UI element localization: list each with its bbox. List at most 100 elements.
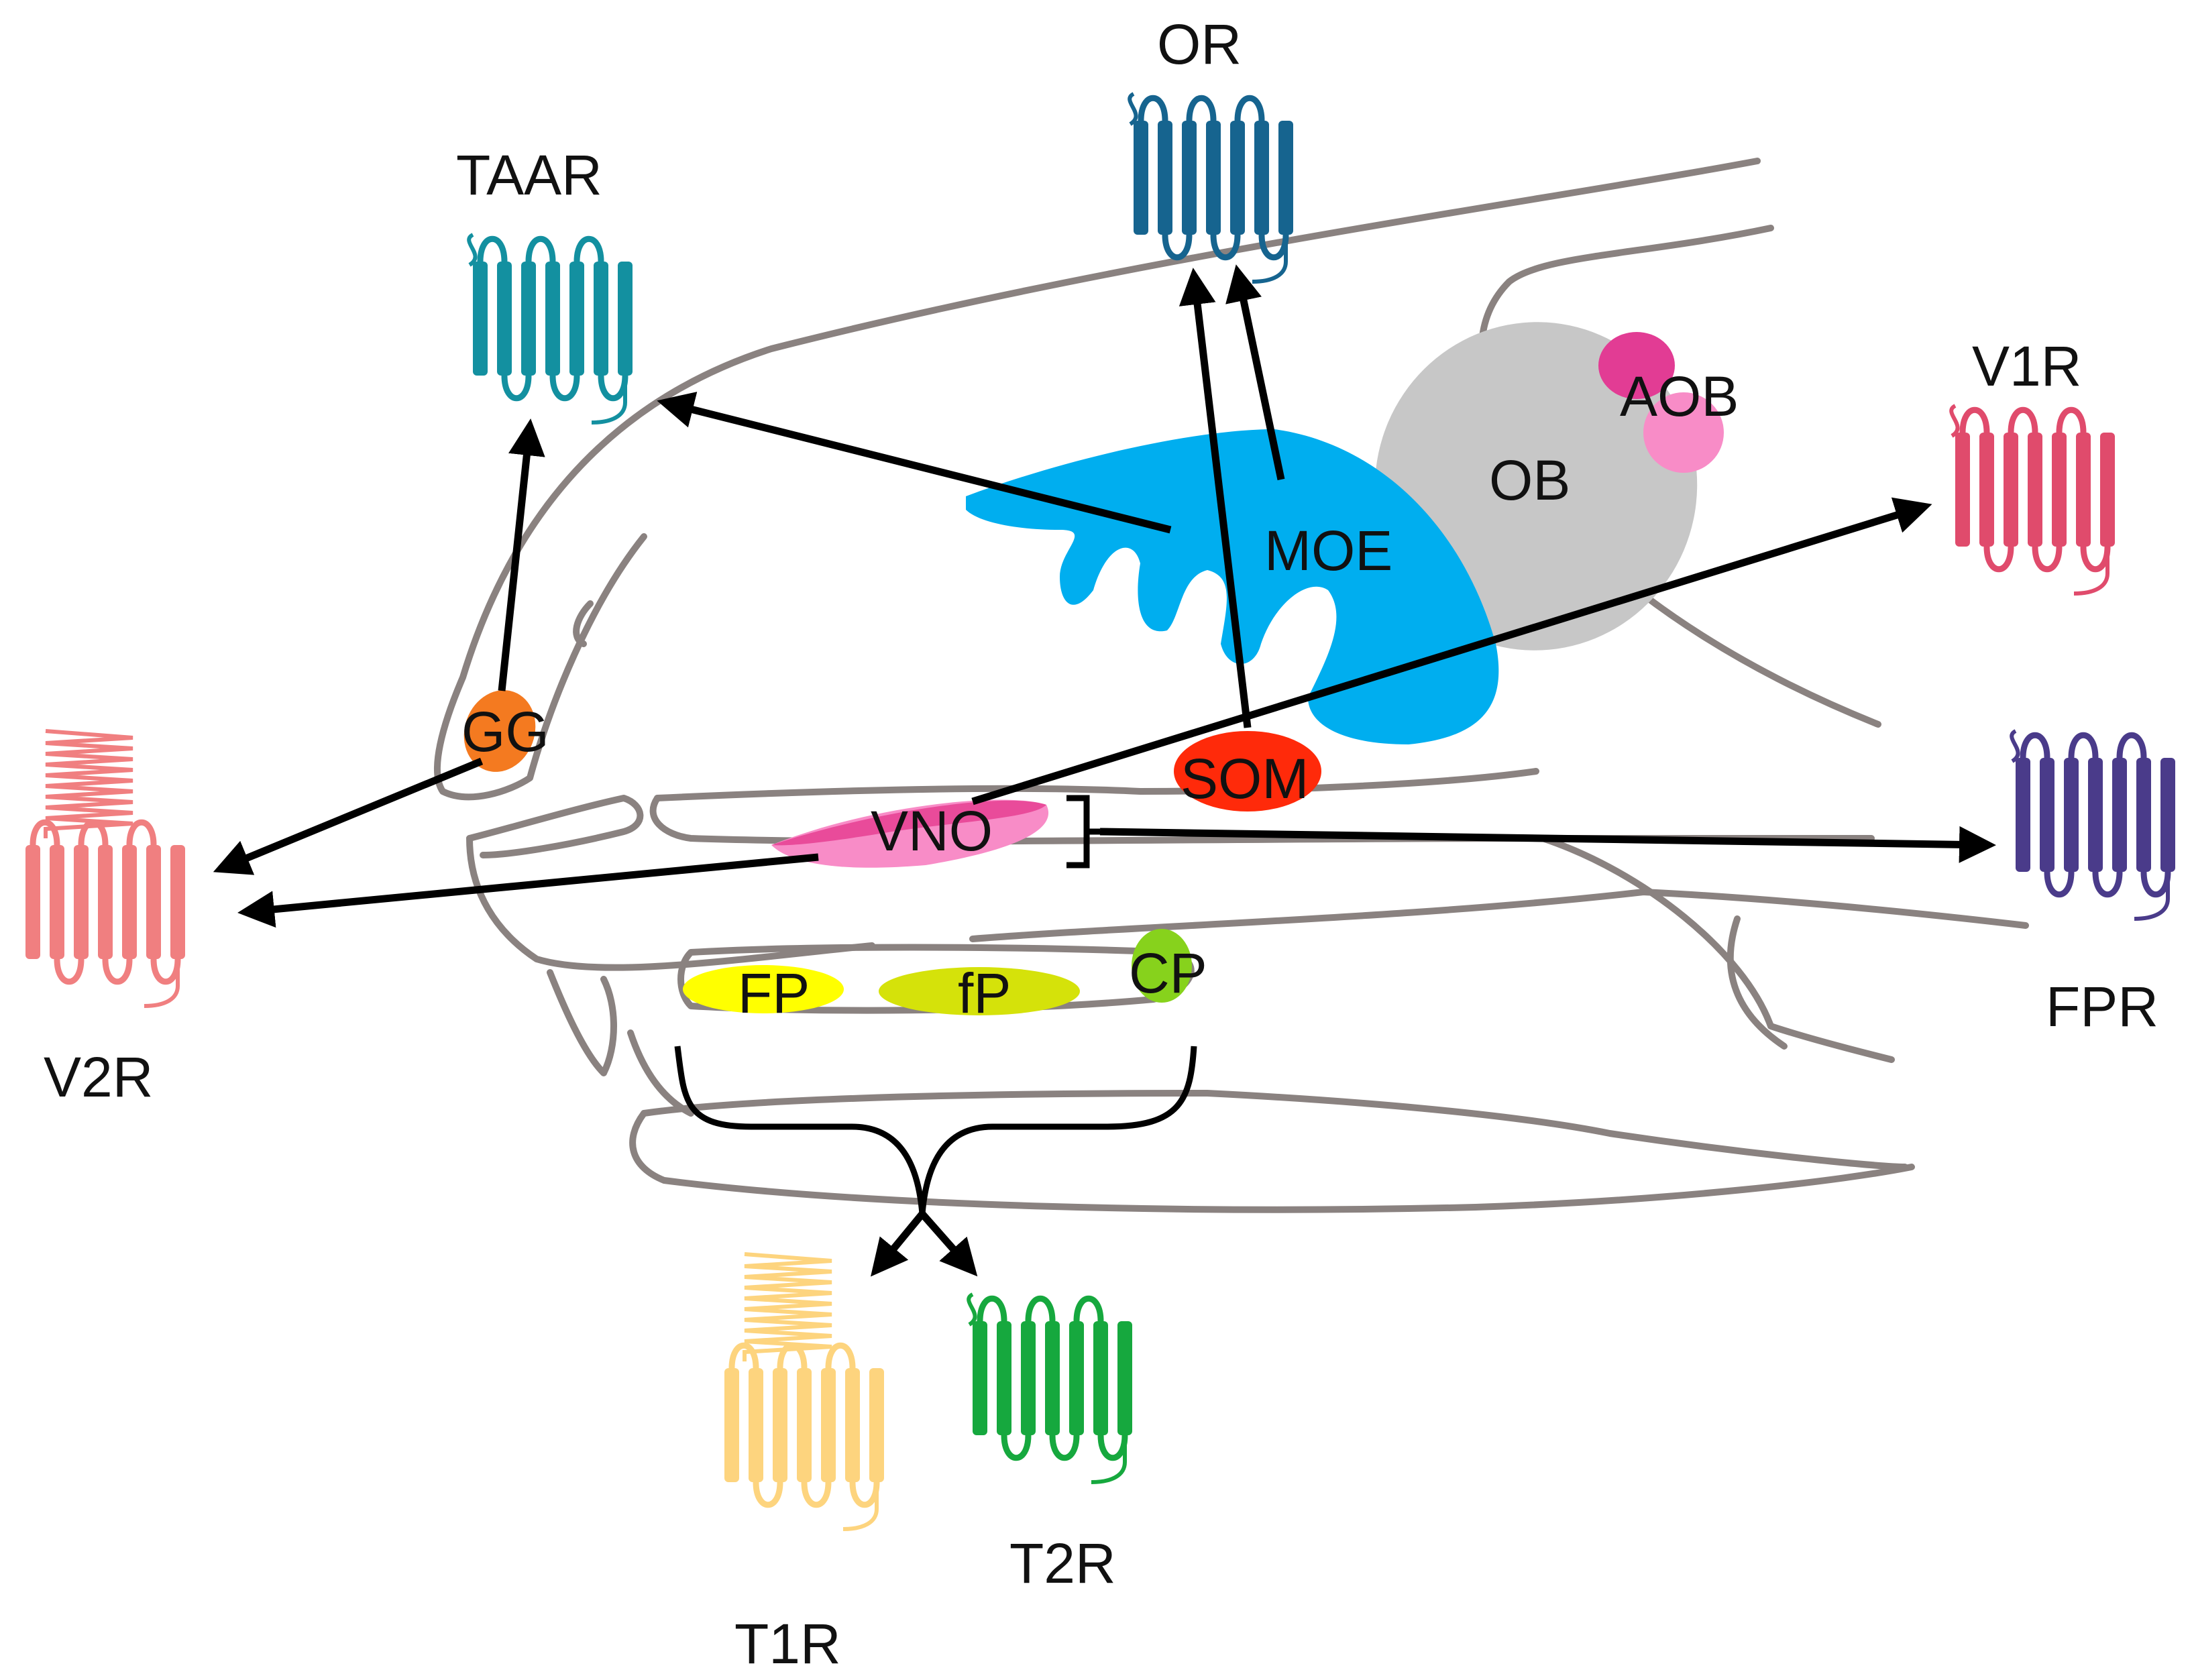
flytrap-coil xyxy=(743,1252,832,1361)
loop xyxy=(2056,406,2087,433)
loop xyxy=(102,958,133,985)
vno-bracket xyxy=(1066,795,1100,869)
septal-organ-som xyxy=(1174,731,1321,811)
loop xyxy=(825,1342,856,1369)
tm-helix xyxy=(1206,121,1221,235)
tm-helix xyxy=(1979,433,1994,547)
label-aob: AOB xyxy=(1620,365,1739,428)
tm-helix xyxy=(2088,758,2103,872)
accessory-olfactory-bulb-light xyxy=(1643,392,1724,473)
loop xyxy=(977,1295,1007,1322)
tm-helix xyxy=(997,1321,1011,1435)
loop xyxy=(777,1342,808,1369)
tm-helix xyxy=(618,262,633,376)
loop xyxy=(1001,1435,1032,1461)
loop xyxy=(1162,234,1193,261)
tm-helix xyxy=(1045,1321,1060,1435)
n-terminal-tail xyxy=(967,1292,977,1327)
arrow-vno-to-v1r xyxy=(971,497,1932,805)
tm-helix xyxy=(1021,1321,1036,1435)
or-receptor-icon xyxy=(1128,92,1293,284)
loop xyxy=(2068,732,2099,759)
tm-helix xyxy=(1093,1321,1108,1435)
loop xyxy=(525,235,556,262)
tm-helix xyxy=(146,845,161,959)
arrow-moe-to-or xyxy=(1225,264,1285,481)
label-v2r: V2R xyxy=(44,1046,153,1109)
label-cp: CP xyxy=(1129,942,1207,1005)
loop xyxy=(126,819,157,846)
loop xyxy=(1073,1295,1104,1322)
tm-helix xyxy=(845,1368,860,1482)
label-t2r: T2R xyxy=(1009,1532,1116,1595)
loop xyxy=(1138,95,1168,121)
loop xyxy=(54,958,85,985)
tm-helix xyxy=(2076,433,2091,547)
t1r-receptor-icon xyxy=(724,1252,884,1531)
tm-helix xyxy=(122,845,137,959)
c-terminal-tail xyxy=(842,1482,879,1531)
fungiform-papillae-lower xyxy=(879,967,1080,1015)
vomeronasal-organ-dark xyxy=(771,800,1046,846)
loop xyxy=(2116,732,2147,759)
accessory-olfactory-bulb-dark xyxy=(1598,332,1675,399)
tm-helix xyxy=(2004,433,2018,547)
label-ob: OB xyxy=(1489,449,1570,512)
tm-helix xyxy=(1134,121,1148,235)
tm-helix xyxy=(869,1368,884,1482)
flytrap-coil xyxy=(44,729,133,838)
loop xyxy=(573,235,604,262)
tm-helix xyxy=(521,262,536,376)
arrow-taste-to-t2r xyxy=(919,1211,978,1277)
label-som: SOM xyxy=(1181,747,1309,810)
arrow-vno-to-v2r xyxy=(237,853,819,928)
tm-helix xyxy=(2112,758,2127,872)
loop xyxy=(2080,546,2111,573)
fpr-receptor-icon xyxy=(2010,729,2175,921)
taste-bracket xyxy=(674,1046,1197,1215)
loop xyxy=(849,1481,880,1508)
c-terminal-tail xyxy=(1252,235,1288,284)
loop xyxy=(1186,95,1217,121)
tm-helix xyxy=(724,1368,739,1482)
loop xyxy=(598,375,628,402)
tm-helix xyxy=(2100,433,2115,547)
loop xyxy=(150,958,181,985)
n-terminal-tail xyxy=(2010,729,2020,763)
tm-helix xyxy=(594,262,608,376)
tm-helix xyxy=(973,1321,987,1435)
label-v1r: V1R xyxy=(1972,335,2081,398)
tm-helix xyxy=(545,262,560,376)
tm-helix xyxy=(2016,758,2030,872)
tm-helix xyxy=(749,1368,763,1482)
arrow-taste-to-t1r xyxy=(871,1211,926,1277)
c-terminal-tail xyxy=(2134,872,2170,921)
label-t1r: T1R xyxy=(734,1612,841,1675)
c-terminal-tail xyxy=(144,959,180,1008)
tm-helix xyxy=(98,845,113,959)
tm-helix xyxy=(773,1368,787,1482)
tm-helix xyxy=(2040,758,2054,872)
tm-helix xyxy=(1254,121,1269,235)
loop xyxy=(728,1342,759,1369)
label-moe: MOE xyxy=(1264,519,1392,582)
label-vno: VNO xyxy=(871,799,993,862)
tm-helix xyxy=(50,845,64,959)
c-terminal-tail xyxy=(2073,547,2109,596)
tm-helix xyxy=(1182,121,1197,235)
n-terminal-tail xyxy=(1128,92,1138,126)
loop xyxy=(1234,95,1265,121)
tm-helix xyxy=(797,1368,812,1482)
tm-helix xyxy=(170,845,185,959)
arrow-vno-to-fpr xyxy=(1099,826,1996,863)
label-fp-lower: fP xyxy=(958,962,1011,1025)
tm-helix xyxy=(1117,1321,1132,1435)
label-fp-upper: FP xyxy=(738,962,810,1025)
loop xyxy=(501,375,532,402)
t2r-receptor-icon xyxy=(967,1292,1132,1484)
tm-helix xyxy=(1230,121,1245,235)
tm-helix xyxy=(2160,758,2175,872)
tm-helix xyxy=(2028,433,2042,547)
tm-helix xyxy=(473,262,488,376)
taar-receptor-icon xyxy=(467,233,633,425)
